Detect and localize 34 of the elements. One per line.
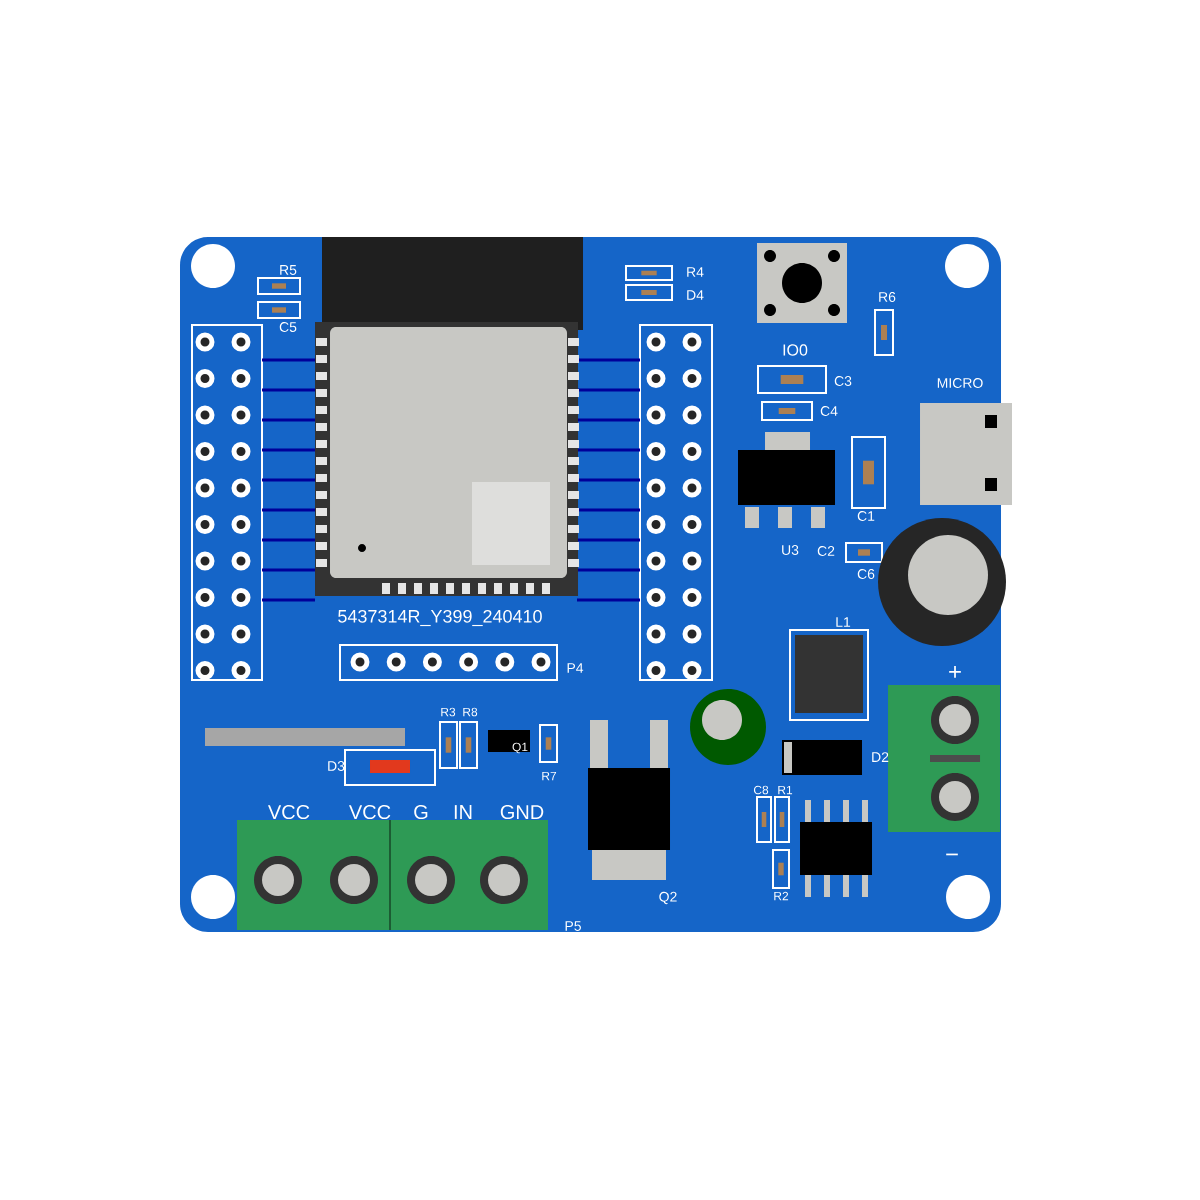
silkscreen-label: R7 xyxy=(542,771,557,781)
silkscreen-label: Q2 xyxy=(659,891,677,905)
silkscreen-label: R3 xyxy=(441,707,456,717)
silkscreen-label: GND xyxy=(500,804,544,820)
silkscreen-label: P4 xyxy=(567,663,584,673)
silkscreen-label: P5 xyxy=(565,921,581,931)
silkscreen-label: G xyxy=(414,804,428,820)
silkscreen-label: C4 xyxy=(820,406,838,416)
silkscreen-label: C6 xyxy=(857,569,875,579)
silkscreen-label: C8 xyxy=(753,785,769,795)
silkscreen-label: R5 xyxy=(280,265,297,275)
silkscreen-label: R1 xyxy=(778,785,793,795)
silkscreen-label: R8 xyxy=(463,707,478,717)
silkscreen-label: R6 xyxy=(879,292,896,302)
silkscreen-label: C2 xyxy=(817,546,835,556)
silkscreen-label: L1 xyxy=(836,617,851,627)
silkscreen-label: − xyxy=(946,853,958,856)
silkscreen-label: R2 xyxy=(774,891,789,901)
silkscreen-label: D4 xyxy=(687,290,704,300)
silkscreen-label: C3 xyxy=(834,376,852,386)
silkscreen-label: D3 xyxy=(328,761,345,771)
silkscreen-label: + xyxy=(949,666,961,678)
silkscreen-label: D2 xyxy=(872,752,889,762)
silkscreen-label: VCC xyxy=(349,804,391,820)
silkscreen-label: C5 xyxy=(279,322,297,332)
silkscreen-label: C1 xyxy=(857,511,875,521)
silkscreen-label: 5437314R_Y399_240410 xyxy=(338,609,542,627)
silkscreen-label: Q1 xyxy=(512,742,528,754)
silkscreen-label: VCC xyxy=(268,804,310,820)
silkscreen-label: IO0 xyxy=(783,344,808,356)
silkscreen-label: IN xyxy=(454,805,472,819)
silkscreen-label: U3 xyxy=(782,545,799,555)
silkscreen-label: R4 xyxy=(687,267,704,277)
silkscreen-label: MICRO xyxy=(937,378,983,388)
